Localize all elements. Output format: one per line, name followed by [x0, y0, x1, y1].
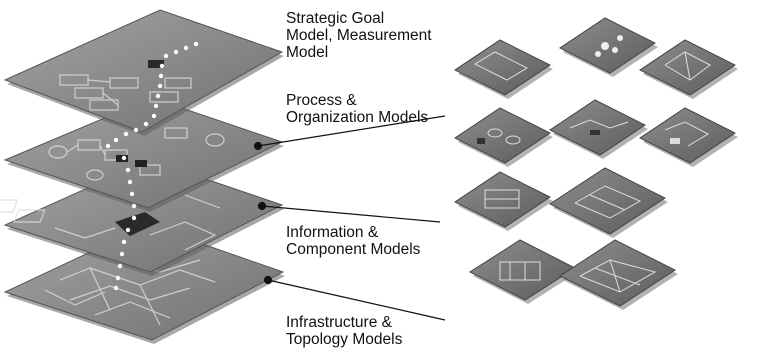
- label-information-line-2: Component Models: [286, 241, 421, 258]
- label-infrastructure-line-2: Topology Models: [286, 331, 403, 348]
- layer-connector-dots: [105, 41, 199, 291]
- layer-strategic-plane: [3, 9, 284, 136]
- label-information: Information & Component Models: [286, 224, 420, 258]
- label-infrastructure-line-1: Infrastructure &: [286, 314, 392, 331]
- layer-process-plane: [3, 97, 284, 212]
- label-strategic-line-2: Model, Measurement: [286, 27, 432, 44]
- label-information-line-1: Information &: [286, 224, 379, 241]
- label-strategic-line-3: Model: [286, 44, 329, 61]
- label-strategic: Strategic Goal Model, Measurement Model: [286, 10, 432, 61]
- label-process-line-2: Organization Models: [286, 109, 429, 126]
- layer-infrastructure-plane: [3, 224, 285, 344]
- leader-lines: [253, 115, 446, 321]
- label-infrastructure: Infrastructure & Topology Models: [286, 314, 402, 348]
- label-strategic-line-1: Strategic Goal: [286, 10, 385, 27]
- label-process-line-1: Process &: [286, 92, 357, 109]
- layer-information-plane: [0, 159, 284, 276]
- thumbnail-model-views: [454, 17, 738, 310]
- label-process: Process & Organization Models: [286, 92, 428, 126]
